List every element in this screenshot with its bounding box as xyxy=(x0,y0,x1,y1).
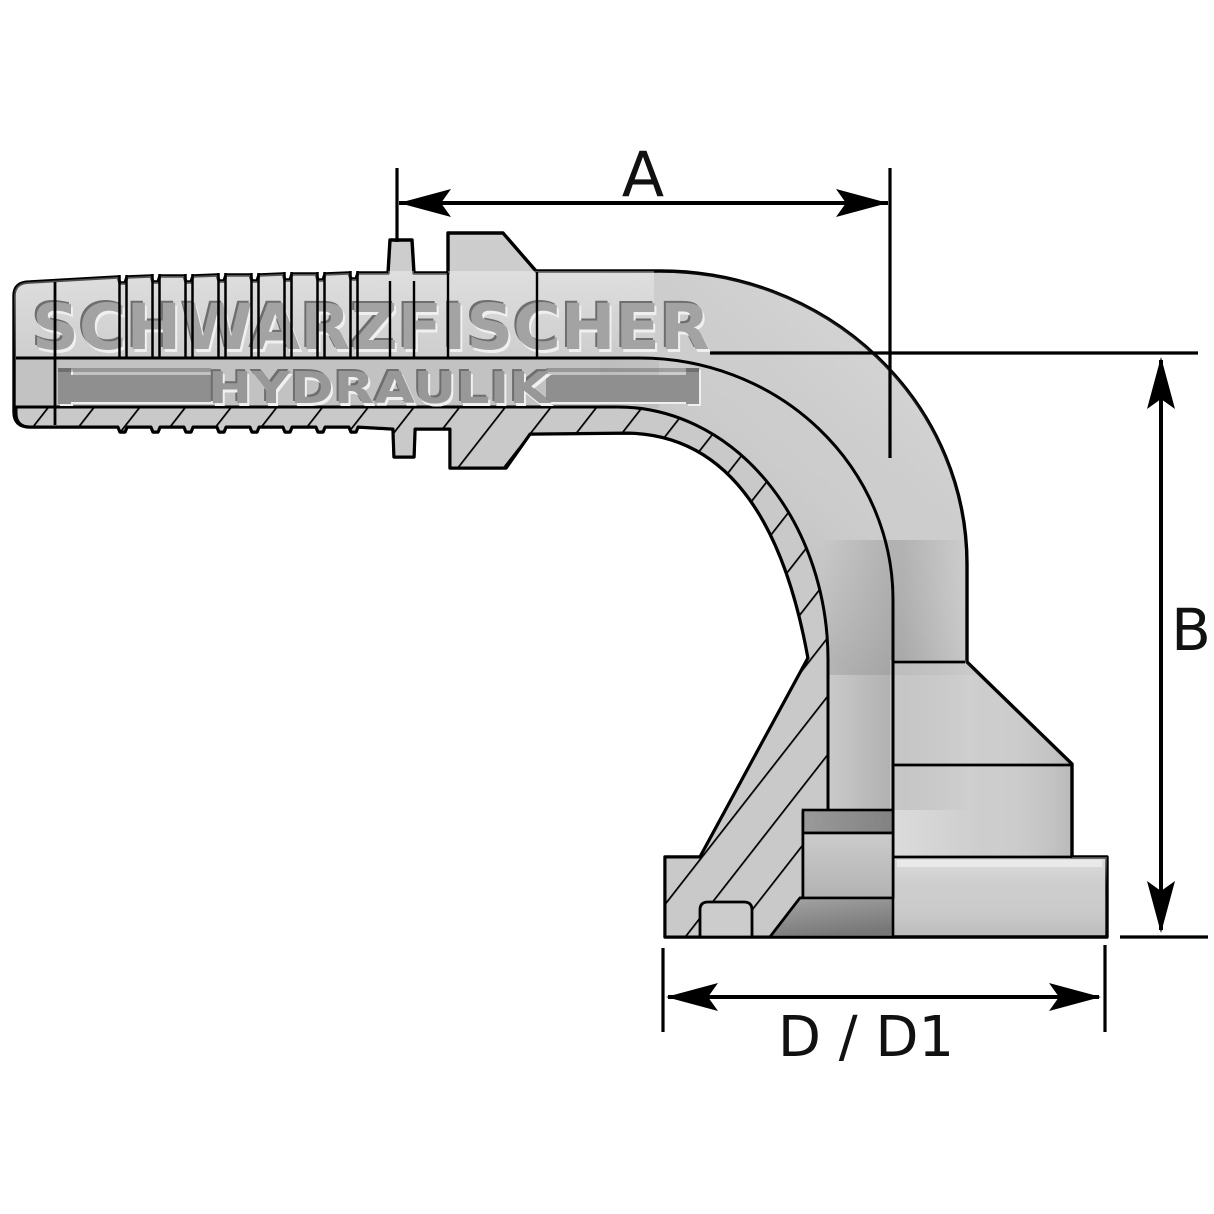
dim-a-arrowhead-left xyxy=(399,189,451,217)
dimension-a: A xyxy=(395,138,892,458)
watermark-brand-shadow: SCHWARZFISCHER xyxy=(30,289,708,362)
dimension-d: D / D1 xyxy=(661,945,1107,1070)
hatch-section xyxy=(14,405,830,939)
bore-inner-contour xyxy=(16,356,895,898)
flange-port-recess xyxy=(767,896,895,939)
body-shading xyxy=(14,255,1107,937)
watermark-brand: SCHWARZFISCHER xyxy=(32,291,710,364)
dimension-b: B xyxy=(710,351,1211,939)
watermark: SCHWARZFISCHER SCHWARZFISCHER SCHWARZFIS… xyxy=(30,289,712,417)
dim-a-label: A xyxy=(622,138,664,211)
watermark-subtitle-shadow: HYDRAULIK xyxy=(206,361,550,412)
dim-b-label: B xyxy=(1171,596,1211,664)
watermark-subtitle: HYDRAULIK xyxy=(208,363,552,414)
logo-right-bar xyxy=(546,368,701,406)
dim-a-arrowhead-right xyxy=(836,189,888,217)
logo-left-bar xyxy=(58,368,213,406)
counterbore-block xyxy=(801,831,895,900)
watermark-subtitle-highlight: HYDRAULIK xyxy=(210,366,554,417)
barb-groove-lines xyxy=(53,271,539,425)
fitting-body xyxy=(12,231,1109,939)
bore-shoulder-recess xyxy=(801,808,895,835)
oring-groove-block xyxy=(698,900,754,939)
dim-d-arrowhead-left xyxy=(666,983,718,1011)
dim-b-arrowhead-top xyxy=(1147,357,1175,409)
dim-d-label: D / D1 xyxy=(778,1005,954,1070)
dim-b-arrowhead-bottom xyxy=(1147,881,1175,933)
dim-d-arrowhead-right xyxy=(1049,983,1101,1011)
watermark-brand-highlight: SCHWARZFISCHER xyxy=(34,294,712,367)
